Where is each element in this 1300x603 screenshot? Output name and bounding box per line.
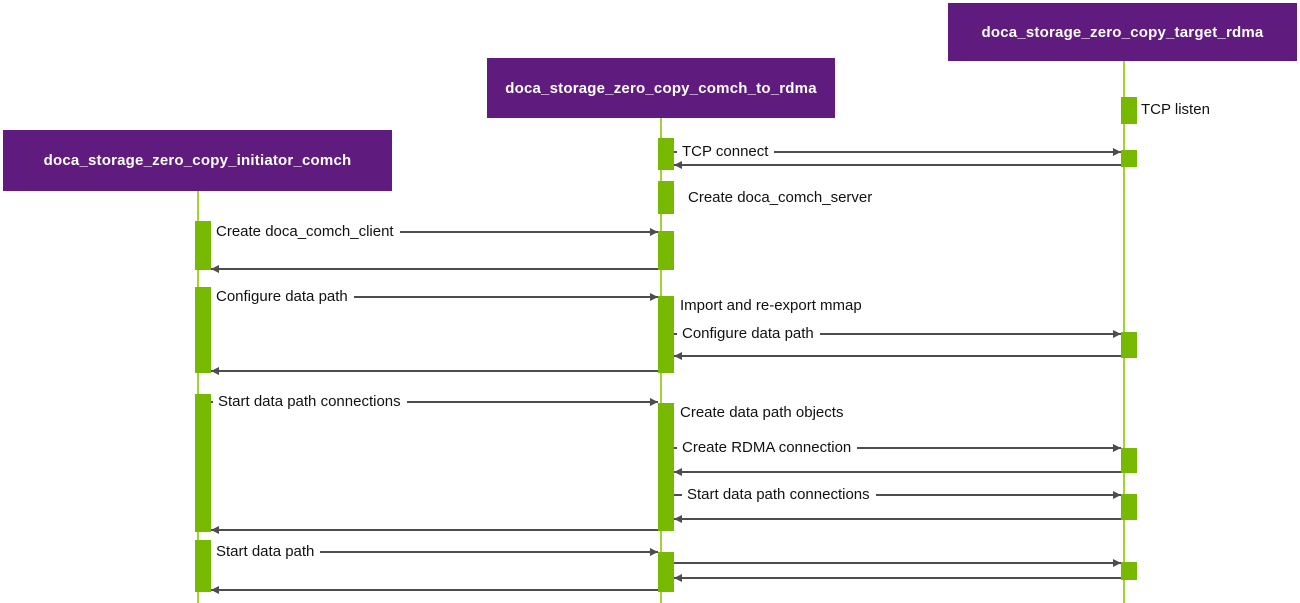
action-label: Import and re-export mmap	[680, 297, 862, 314]
actor-label: doca_storage_zero_copy_initiator_comch	[43, 152, 352, 169]
activation-bar	[1121, 150, 1137, 167]
message-arrow-line	[211, 231, 658, 233]
activation-bar	[195, 287, 211, 373]
message-label: Create doca_comch_client	[211, 222, 400, 242]
actor-box-target_rdma: doca_storage_zero_copy_target_rdma	[948, 3, 1297, 61]
arrowhead-icon	[674, 468, 682, 476]
arrowhead-icon	[1113, 148, 1121, 156]
message-label: Create RDMA connection	[677, 438, 858, 458]
activation-bar	[1121, 332, 1137, 358]
actor-box-comch_to_rdma: doca_storage_zero_copy_comch_to_rdma	[487, 58, 835, 118]
activation-bar	[658, 552, 674, 592]
activation-bar	[1121, 562, 1137, 580]
return-arrow-line	[211, 589, 658, 591]
activation-bar	[1121, 448, 1137, 473]
arrowhead-icon	[211, 367, 219, 375]
return-arrow-line	[674, 577, 1121, 579]
arrowhead-icon	[650, 398, 658, 406]
return-arrow-line	[674, 164, 1121, 166]
return-arrow-line	[211, 370, 658, 372]
message-arrow-line	[211, 296, 658, 298]
return-arrow-line	[211, 268, 658, 270]
arrowhead-icon	[1113, 330, 1121, 338]
arrowhead-icon	[211, 586, 219, 594]
actor-label: doca_storage_zero_copy_target_rdma	[981, 23, 1264, 41]
message-arrow-line	[211, 551, 658, 553]
activation-bar	[1121, 494, 1137, 520]
arrowhead-icon	[1113, 559, 1121, 567]
arrowhead-icon	[650, 228, 658, 236]
activation-bar	[658, 296, 674, 373]
arrowhead-icon	[211, 265, 219, 273]
action-label: Create doca_comch_server	[688, 189, 873, 206]
arrowhead-icon	[674, 574, 682, 582]
arrowhead-icon	[650, 293, 658, 301]
message-arrow-line	[674, 151, 1121, 153]
message-label: TCP connect	[677, 142, 775, 162]
message-label: Start data path	[211, 542, 321, 562]
arrowhead-icon	[674, 161, 682, 169]
activation-bar	[658, 231, 674, 270]
arrowhead-icon	[1113, 491, 1121, 499]
activation-bar	[195, 540, 211, 592]
message-arrow-line	[211, 401, 658, 403]
message-arrow-line	[674, 562, 1121, 564]
arrowhead-icon	[211, 526, 219, 534]
message-label: Start data path connections	[213, 392, 407, 412]
activation-bar	[195, 394, 211, 532]
message-arrow-line	[674, 447, 1121, 449]
arrowhead-icon	[1113, 444, 1121, 452]
message-arrow-line	[674, 333, 1121, 335]
activation-bar	[195, 221, 211, 270]
return-arrow-line	[674, 518, 1121, 520]
message-label: Configure data path	[677, 324, 820, 344]
activation-bar	[658, 403, 674, 531]
return-arrow-line	[674, 355, 1121, 357]
activation-bar	[658, 181, 674, 214]
actor-label: doca_storage_zero_copy_comch_to_rdma	[505, 79, 817, 97]
actor-box-initiator: doca_storage_zero_copy_initiator_comch	[3, 130, 392, 191]
activation-bar	[1121, 97, 1137, 124]
arrowhead-icon	[674, 515, 682, 523]
message-label: Start data path connections	[682, 485, 876, 505]
return-arrow-line	[211, 529, 658, 531]
arrowhead-icon	[674, 352, 682, 360]
action-label: Create data path objects	[680, 404, 844, 421]
return-arrow-line	[674, 471, 1121, 473]
arrowhead-icon	[650, 548, 658, 556]
message-arrow-line	[674, 494, 1121, 496]
action-label: TCP listen	[1141, 101, 1210, 118]
activation-bar	[658, 138, 674, 170]
message-label: Configure data path	[211, 287, 354, 307]
